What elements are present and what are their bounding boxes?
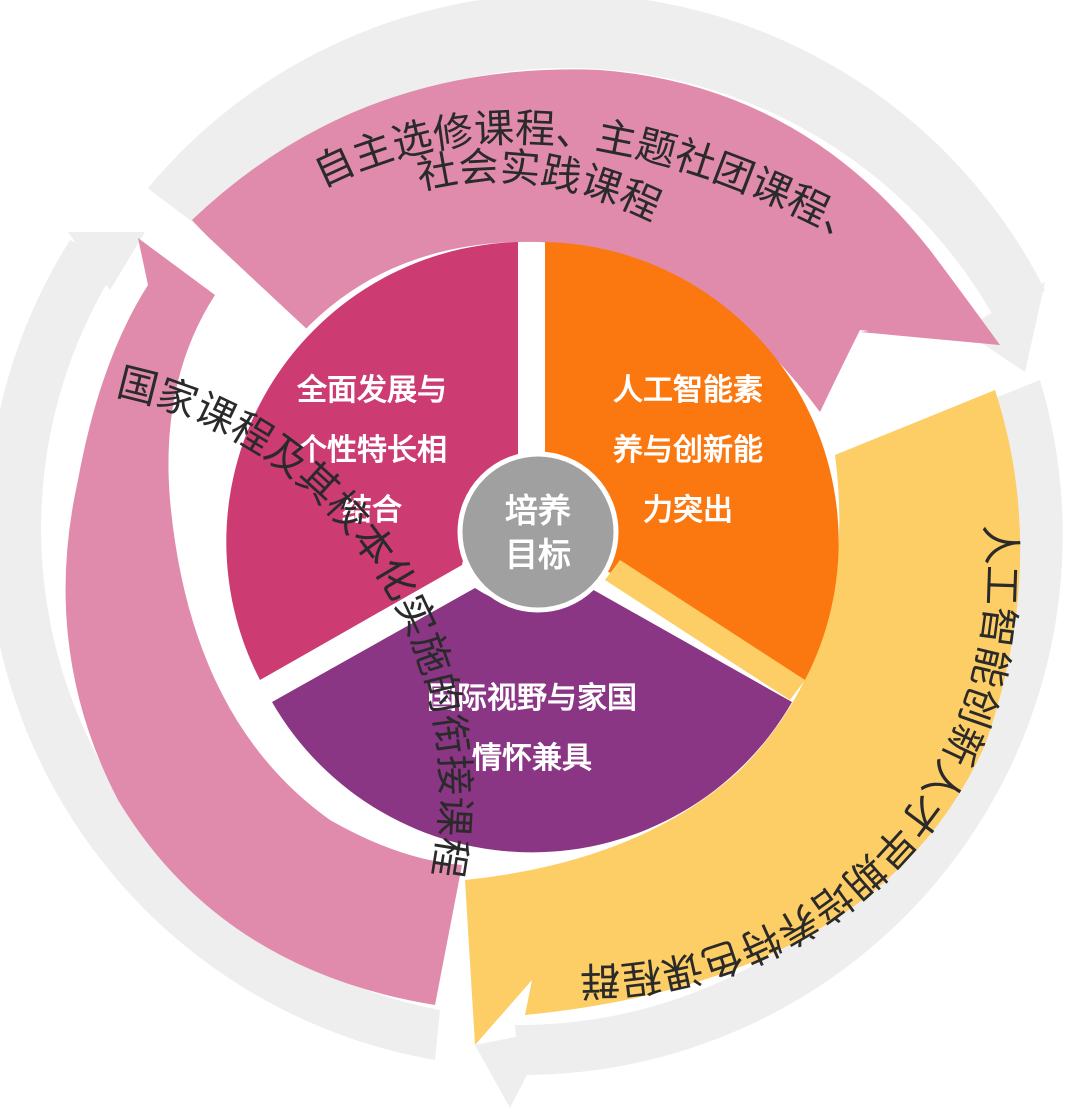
comprehensive-line1: 全面发展与 xyxy=(296,373,447,408)
comprehensive-line2: 个性特长相 xyxy=(297,433,447,468)
outer-arc-right xyxy=(465,390,1021,1045)
outer-ring-arrow-left xyxy=(68,232,145,290)
center-circle xyxy=(457,451,619,613)
gap-top-left xyxy=(150,190,310,350)
ai-line3: 力突出 xyxy=(643,493,733,528)
outer-ring-arrow-top xyxy=(962,282,1045,372)
outer-ring-arrow-right xyxy=(475,1030,550,1108)
ai-line1: 人工智能素 xyxy=(613,373,763,408)
outer-ring-arc-top xyxy=(148,0,1045,338)
segment-comprehensive xyxy=(226,242,518,680)
arc-top-arrow-tip xyxy=(860,325,1000,345)
outer-ring-arc-left xyxy=(0,240,440,1060)
international-line2: 情怀兼具 xyxy=(472,741,592,776)
center-label-line2: 目标 xyxy=(505,535,571,574)
center-label-line1: 培养 xyxy=(505,491,571,530)
international-line1: 国际视野与家国 xyxy=(427,681,637,716)
segment-international xyxy=(272,588,792,853)
segment-ai-lower-band xyxy=(605,560,805,700)
outer-arc-top xyxy=(192,69,1000,413)
ai-line2: 养与创新能 xyxy=(613,433,763,468)
comprehensive-line3: 结合 xyxy=(342,493,402,528)
outer-arc-left xyxy=(65,238,462,1005)
